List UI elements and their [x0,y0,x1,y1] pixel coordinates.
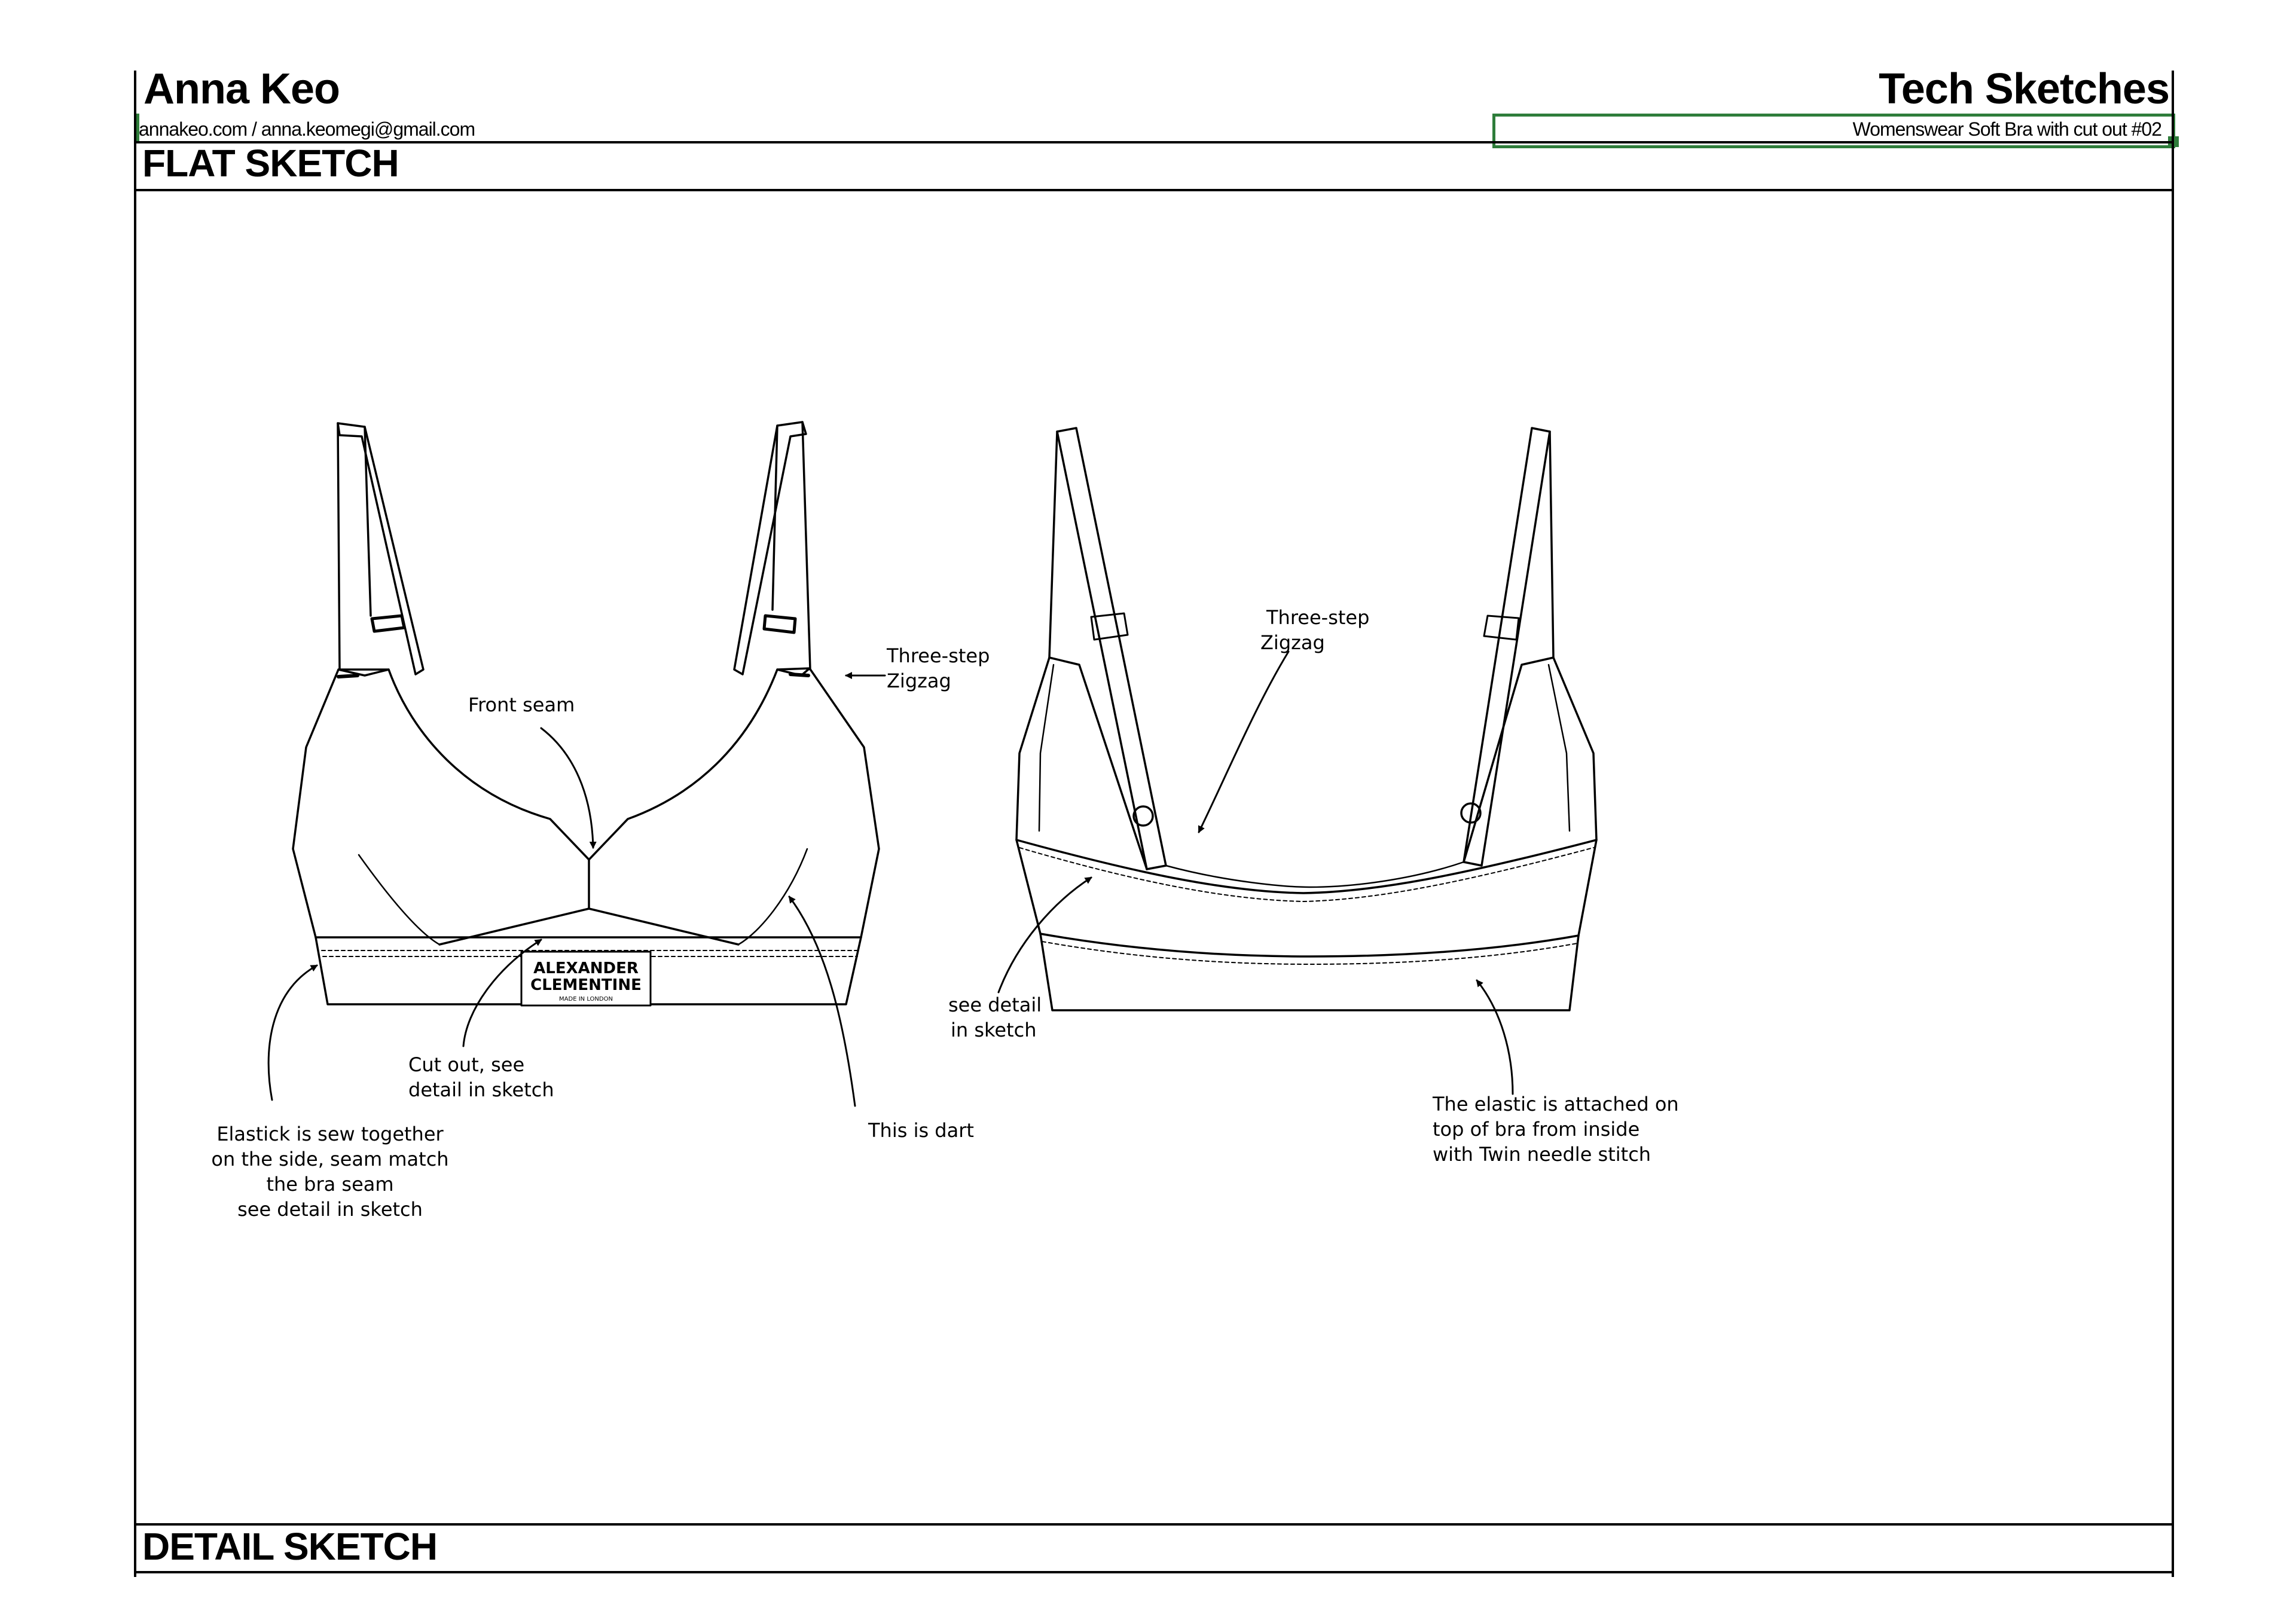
annotation-zigzag-front-1: Three-step [886,644,990,667]
front-bra-sketch [292,421,880,1007]
annotation-elastic-front-1: Elastick is sew together [216,1123,444,1145]
bottom-border [134,1571,2174,1573]
frame-left-border [134,71,136,1577]
annotation-elastic-back-1: The elastic is attached on [1432,1093,1679,1115]
label-brand-line3: MADE IN LONDON [559,996,613,1002]
annotation-front-seam: Front seam [468,693,575,716]
label-brand-line1: ALEXANDER [533,959,639,977]
annotation-elastic-back-2: top of bra from inside [1433,1118,1639,1141]
annotation-see-detail-1: see detail [948,994,1042,1016]
annotation-elastic-back-3: with Twin needle stitch [1433,1143,1651,1166]
header-divider [134,141,2174,143]
detail-sketch-divider [134,1523,2174,1526]
flat-sketch-heading: FLAT SKETCH [142,142,399,185]
annotation-dart: This is dart [868,1119,974,1142]
annotation-elastic-front-2: on the side, seam match [211,1148,448,1170]
annotation-see-detail-2: in sketch [951,1019,1037,1041]
annotation-zigzag-back-1: Three-step [1266,606,1369,629]
annotation-zigzag-back-2: Zigzag [1260,631,1325,654]
back-bra-sketch [1015,427,1598,1011]
annotation-elastic-front-4: see detail in sketch [237,1198,423,1221]
annotation-elastic-front-3: the bra seam [266,1173,393,1196]
product-subtitle: Womenswear Soft Bra with cut out #02 [1852,118,2162,140]
label-brand-line2: CLEMENTINE [530,976,642,994]
document-title: Tech Sketches [1879,65,2170,113]
contact-info: annakeo.com / anna.keomegi@gmail.com [139,118,475,140]
selection-left-marker [136,114,139,142]
designer-name: Anna Keo [144,65,340,113]
annotation-zigzag-front-2: Zigzag [887,670,951,692]
flat-sketch-divider [134,189,2174,191]
detail-sketch-heading: DETAIL SKETCH [142,1525,438,1568]
annotation-cutout-2: detail in sketch [408,1078,554,1101]
annotation-cutout-1: Cut out, see [408,1053,524,1076]
frame-right-border [2172,71,2174,1577]
